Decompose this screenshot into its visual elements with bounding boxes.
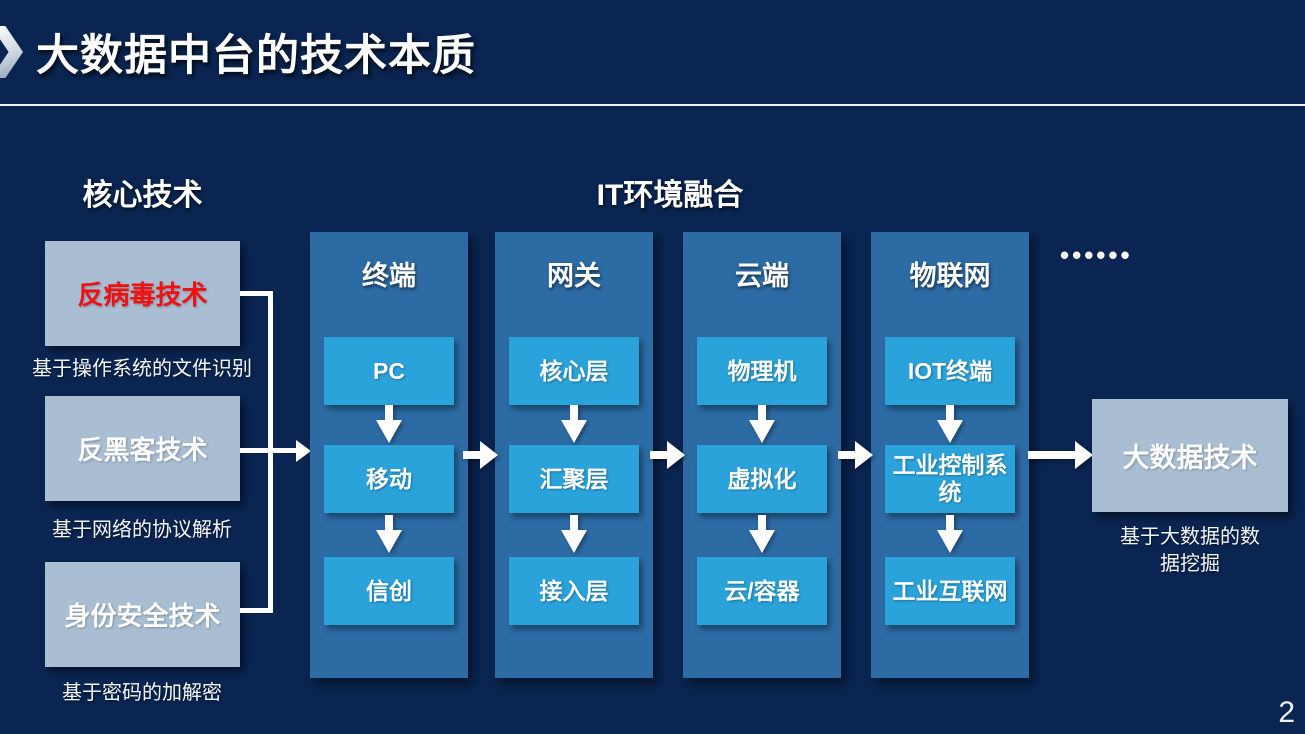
core-caption-antihacker: 基于网络的协议解析 xyxy=(52,519,232,541)
node-cloud-container: 云/容器 xyxy=(697,557,827,625)
node-physical-machine: 物理机 xyxy=(697,337,827,405)
arrow-right-icon xyxy=(650,441,685,469)
column-gateway: 网关 核心层 汇聚层 接入层 xyxy=(495,232,653,678)
column-terminal-title: 终端 xyxy=(362,261,416,291)
core-caption-antivirus: 基于操作系统的文件识别 xyxy=(32,358,252,380)
connector-line-vertical xyxy=(268,291,273,613)
bigdata-caption: 基于大数据的数据挖掘 xyxy=(1120,526,1260,575)
core-box-antivirus: 反病毒技术 xyxy=(45,241,240,346)
arrow-down-icon xyxy=(937,405,963,443)
node-aggregation-layer: 汇聚层 xyxy=(509,445,639,513)
core-box-identity-label: 身份安全技术 xyxy=(64,601,221,631)
core-tech-heading: 核心技术 xyxy=(82,179,203,212)
column-iot: 物联网 IOT终端 工业控制系统 工业互联网 xyxy=(871,232,1029,678)
chevron-icon xyxy=(0,26,23,78)
node-xinchuang: 信创 xyxy=(324,557,454,625)
title-divider xyxy=(0,104,1305,106)
arrow-right-icon xyxy=(838,441,873,469)
core-box-antihacker-label: 反黑客技术 xyxy=(77,435,208,465)
column-iot-title: 物联网 xyxy=(909,261,991,291)
node-iot-terminal: IOT终端 xyxy=(885,337,1015,405)
column-terminal: 终端 PC 移动 信创 xyxy=(310,232,468,678)
node-virtualization: 虚拟化 xyxy=(697,445,827,513)
slide-title: 大数据中台的技术本质 xyxy=(36,32,476,80)
connector-arrowhead-icon xyxy=(296,440,311,462)
core-caption-identity: 基于密码的加解密 xyxy=(62,682,222,704)
connector-line-top xyxy=(240,291,273,296)
arrow-down-icon xyxy=(376,515,402,553)
node-pc: PC xyxy=(324,337,454,405)
column-gateway-title: 网关 xyxy=(547,261,601,291)
bigdata-box: 大数据技术 xyxy=(1092,399,1288,512)
ellipsis-dots-icon: •••••• xyxy=(1060,240,1133,270)
core-box-identity: 身份安全技术 xyxy=(45,562,240,667)
arrow-down-icon xyxy=(937,515,963,553)
arrow-down-icon xyxy=(561,515,587,553)
arrow-right-long-icon xyxy=(1028,441,1093,469)
node-access-layer: 接入层 xyxy=(509,557,639,625)
column-cloud: 云端 物理机 虚拟化 云/容器 xyxy=(683,232,841,678)
arrow-down-icon xyxy=(561,405,587,443)
arrow-down-icon xyxy=(749,515,775,553)
arrow-down-icon xyxy=(749,405,775,443)
core-box-antivirus-label: 反病毒技术 xyxy=(77,280,208,310)
connector-line-bottom xyxy=(240,608,273,613)
page-number: 2 xyxy=(1278,696,1295,729)
node-mobile: 移动 xyxy=(324,445,454,513)
arrow-right-icon xyxy=(463,441,498,469)
node-industrial-control: 工业控制系统 xyxy=(885,445,1015,513)
node-core-layer: 核心层 xyxy=(509,337,639,405)
arrow-down-icon xyxy=(376,405,402,443)
node-industrial-internet: 工业互联网 xyxy=(885,557,1015,625)
it-env-heading: IT环境融合 xyxy=(596,179,744,212)
core-box-antihacker: 反黑客技术 xyxy=(45,396,240,501)
column-cloud-title: 云端 xyxy=(735,261,789,291)
bigdata-label: 大数据技术 xyxy=(1122,443,1258,473)
